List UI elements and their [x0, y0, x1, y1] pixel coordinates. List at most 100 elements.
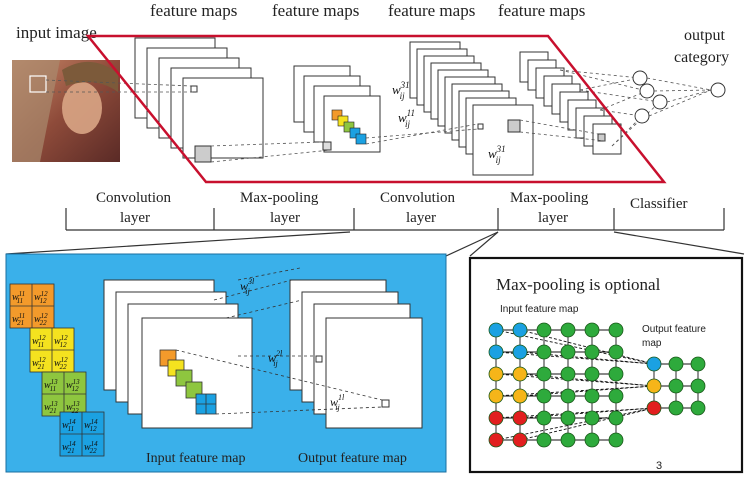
pool-input-node [512, 366, 528, 382]
feature-maps-label-2: feature maps [272, 1, 359, 20]
feature-map-stack-1 [134, 37, 264, 163]
pool-output-node [646, 400, 662, 416]
pool-link [519, 329, 655, 365]
pool-output-node [690, 400, 706, 416]
pool-input-node [488, 432, 504, 448]
layer-label-conv1-line2: layer [120, 210, 150, 226]
feature-maps-label-1: feature maps [150, 1, 237, 20]
conv-input-label: Input feature map [146, 451, 246, 466]
layer-label-pool2-line1: Max-pooling [510, 190, 589, 206]
pool-input-node [488, 344, 504, 360]
page-number: 3 [656, 460, 662, 472]
input-image-label: input image [16, 23, 97, 42]
pool-input-node [584, 410, 600, 426]
layer-labels: Convolution layer Max-pooling layer Conv… [96, 190, 688, 226]
feature-maps-label-3: feature maps [388, 1, 475, 20]
kernel-4 [59, 411, 105, 457]
pool-grid [488, 322, 706, 448]
pool-input-node [584, 322, 600, 338]
pool-output-node [646, 378, 662, 394]
input-image [12, 60, 120, 162]
pool-input-node [512, 410, 528, 426]
conv-output-label: Output feature map [298, 451, 407, 466]
pool-input-node [488, 322, 504, 338]
pool-input-node [608, 388, 624, 404]
layer-label-pool1-line1: Max-pooling [240, 190, 319, 206]
output-feature-map-stack [289, 279, 423, 429]
kernel-2 [29, 327, 75, 373]
pool-input-node [584, 366, 600, 382]
pool-input-node [512, 322, 528, 338]
layer-bracket [65, 208, 725, 231]
feature-map-stack-2 [293, 65, 381, 153]
pool-output-label-line1: Output feature [642, 324, 706, 335]
pool-input-node [536, 432, 552, 448]
pool-input-node [560, 366, 576, 382]
output-category-label-line1: output [684, 27, 725, 44]
input-patch [159, 349, 217, 415]
pool-input-node [536, 344, 552, 360]
pool-input-node [488, 388, 504, 404]
pool-input-node [536, 410, 552, 426]
pool-input-node [608, 322, 624, 338]
pool-input-node [608, 366, 624, 382]
pool-output-node [668, 400, 684, 416]
kernel-stack [9, 283, 105, 457]
zoom-lines [5, 231, 745, 257]
pool-input-label: Input feature map [500, 304, 579, 315]
layer-label-classifier: Classifier [630, 196, 688, 212]
pool-input-node [536, 366, 552, 382]
pool-input-node [560, 432, 576, 448]
pool-input-node [512, 344, 528, 360]
layer-label-pool1-line2: layer [270, 210, 300, 226]
pool-output-node [668, 356, 684, 372]
pool-input-node [560, 388, 576, 404]
pool-input-node [512, 388, 528, 404]
feature-map-stack-4 [519, 51, 622, 155]
pool-input-node [584, 388, 600, 404]
pool-input-node [560, 410, 576, 426]
conv-dashed-lines [175, 267, 383, 415]
pool-input-node [608, 410, 624, 426]
layer-label-conv2-line1: Convolution [380, 190, 456, 206]
pool-input-node [488, 410, 504, 426]
pool-input-node [488, 366, 504, 382]
pool-output-node [646, 356, 662, 372]
feature-maps-label-4: feature maps [498, 1, 585, 20]
highlight-parallelogram [85, 34, 667, 184]
pool-output-node [668, 378, 684, 394]
pool-input-node [608, 432, 624, 448]
pool-output-node [690, 378, 706, 394]
small-kernel-stack [331, 109, 367, 145]
pool-input-node [512, 432, 528, 448]
pool-output-label-line2: map [642, 338, 662, 349]
pool-input-node [584, 432, 600, 448]
pool-input-node [560, 344, 576, 360]
classifier-neurons [632, 70, 726, 124]
pool-title: Max-pooling is optional [496, 275, 661, 294]
pool-output-node [690, 356, 706, 372]
top-architecture: input image feature maps feature maps fe… [5, 1, 745, 257]
layer-label-conv2-line2: layer [406, 210, 436, 226]
feature-map-stack-3 [409, 41, 534, 176]
